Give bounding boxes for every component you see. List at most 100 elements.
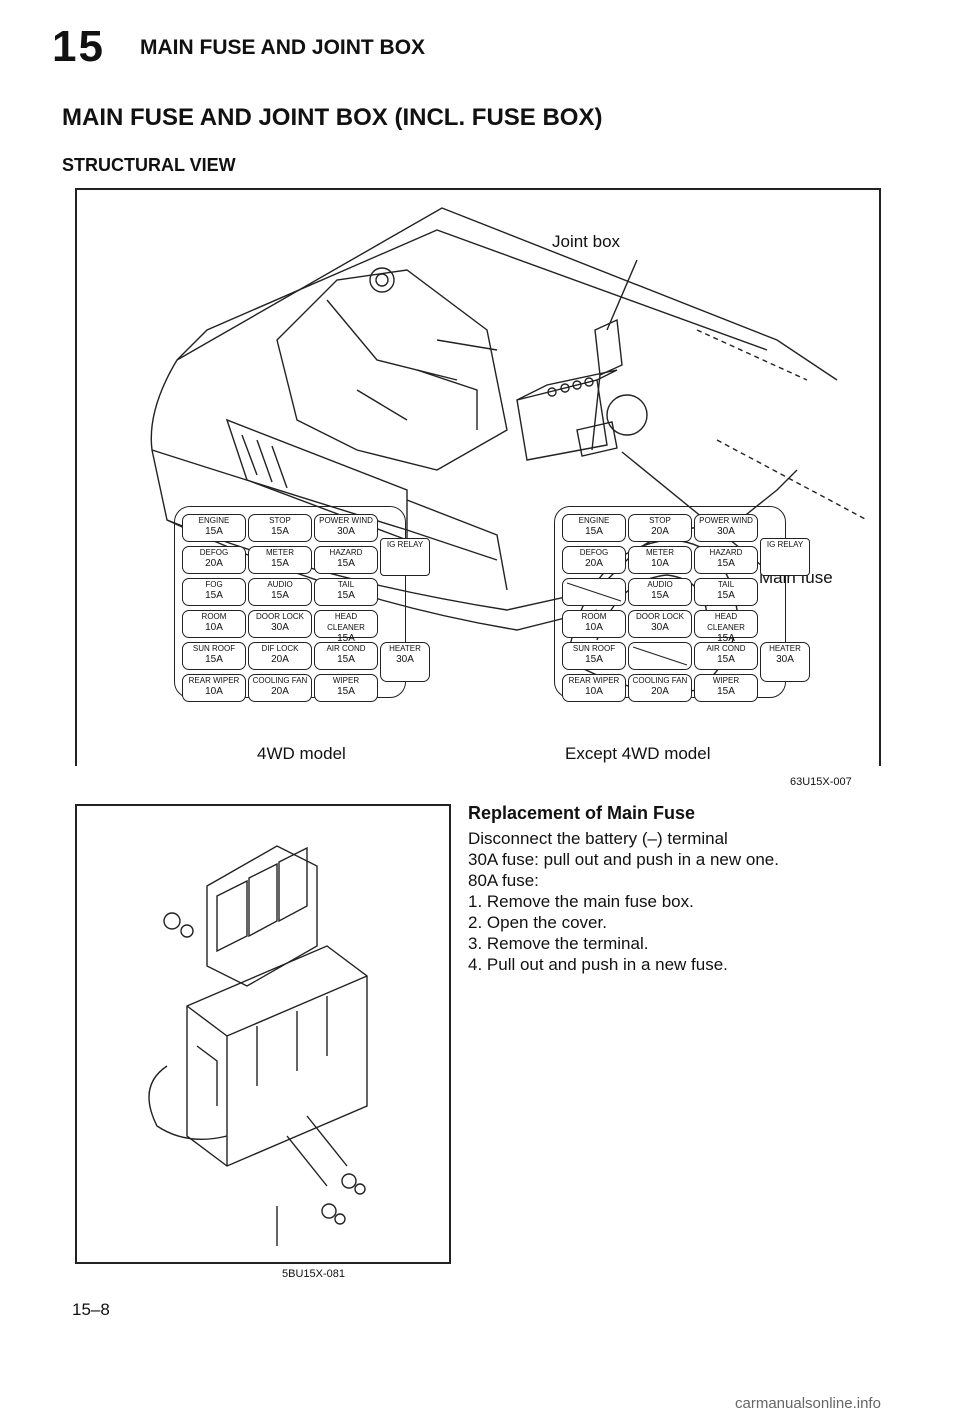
fuse-amp: 15A <box>205 526 223 537</box>
fuse-name: COOLING FAN <box>252 676 308 685</box>
fuse-amp: 15A <box>337 590 355 601</box>
fuse-amp: 15A <box>651 590 669 601</box>
instruction-line: 80A fuse: <box>468 871 539 890</box>
caption-except-4wd: Except 4WD model <box>565 744 711 763</box>
instruction-line: 1. Remove the main fuse box. <box>468 892 694 911</box>
fuse-name: ENGINE <box>198 516 230 525</box>
fuse-amp: 15A <box>337 558 355 569</box>
fuse-name: TAIL <box>717 580 735 589</box>
main-fuse-box-figure <box>75 804 451 1264</box>
fuse-name: WIPER <box>332 676 360 685</box>
fuse-amp: 15A <box>271 526 289 537</box>
fuse-amp: 15A <box>271 558 289 569</box>
fuse-amp: 30A <box>396 654 414 665</box>
fuse-amp: 15A <box>717 633 735 644</box>
fuse-amp: 15A <box>585 526 603 537</box>
fuse-name: POWER WIND <box>699 516 753 525</box>
fuse-amp: 10A <box>205 686 223 697</box>
fuse-name: DEFOG <box>579 548 609 557</box>
fuse-amp: 10A <box>651 558 669 569</box>
fuse-name: DOOR LOCK <box>255 612 304 621</box>
fuse-amp: 30A <box>717 526 735 537</box>
instruction-line: 4. Pull out and push in a new fuse. <box>468 955 728 974</box>
fuse-amp: 30A <box>337 526 355 537</box>
fuse-name: AIR COND <box>706 644 746 653</box>
replacement-title: Replacement of Main Fuse <box>468 803 696 823</box>
fuse-name: WIPER <box>712 676 740 685</box>
fuse-amp: 15A <box>337 633 355 644</box>
fuse-amp: 15A <box>337 686 355 697</box>
fuse-name: METER <box>266 548 294 557</box>
fuse-amp: 15A <box>205 654 223 665</box>
fuse-name: HEAD CLEANER <box>707 612 745 632</box>
instruction-line: 2. Open the cover. <box>468 913 607 932</box>
fuse-amp: 15A <box>337 654 355 665</box>
fuse-name: SUN ROOF <box>192 644 236 653</box>
fuse-amp: 20A <box>271 654 289 665</box>
fuse-amp: 15A <box>205 590 223 601</box>
instruction-line: 30A fuse: pull out and push in a new one… <box>468 850 779 869</box>
fuse-name: STOP <box>649 516 671 525</box>
fuse-name: COOLING FAN <box>632 676 688 685</box>
fuse-name: ROOM <box>201 612 227 621</box>
ig-relay: IG RELAY <box>760 538 810 576</box>
fuse-name: REAR WIPER <box>568 676 620 685</box>
fuse-name: METER <box>646 548 674 557</box>
page-number: 15–8 <box>72 1300 110 1319</box>
fuse-slot <box>628 642 692 670</box>
figure2-code: 5BU15X-081 <box>282 1268 345 1280</box>
fuse-name: SUN ROOF <box>572 644 616 653</box>
fuse-name: HAZARD <box>709 548 743 557</box>
fuse-slot <box>562 578 626 606</box>
fuse-amp: 10A <box>205 622 223 633</box>
fuse-amp: 10A <box>585 686 603 697</box>
fuse-name: REAR WIPER <box>188 676 240 685</box>
fuse-name: STOP <box>269 516 291 525</box>
fuse-amp: 15A <box>717 654 735 665</box>
replacement-instructions: Disconnect the battery (–) terminal 30A … <box>468 828 779 975</box>
fuse-name: HEATER <box>769 644 801 653</box>
fuse-name: HEATER <box>389 644 421 653</box>
fuse-name: HEAD CLEANER <box>327 612 365 632</box>
fuse-amp: 20A <box>651 686 669 697</box>
joint-box-label: Joint box <box>552 232 621 251</box>
chapter-title: MAIN FUSE AND JOINT BOX <box>140 36 426 59</box>
fuse-amp: 15A <box>585 654 603 665</box>
main-fuse-box-illustration <box>148 845 368 1246</box>
chapter-number: 15 <box>52 22 105 71</box>
fuse-name: DOOR LOCK <box>635 612 684 621</box>
instruction-line: 3. Remove the terminal. <box>468 934 649 953</box>
fuse-amp: 30A <box>651 622 669 633</box>
fuse-amp: 20A <box>205 558 223 569</box>
fuse-name: POWER WIND <box>319 516 373 525</box>
subtitle: STRUCTURAL VIEW <box>62 155 236 175</box>
